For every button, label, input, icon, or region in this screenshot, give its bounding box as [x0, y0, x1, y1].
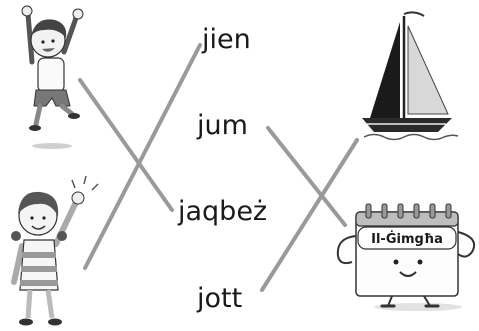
girl-waving-picture [11, 175, 99, 326]
match-line-jum-calendar [266, 126, 347, 227]
word-jum[interactable]: jum [197, 110, 248, 141]
match-line-jott-boat [260, 138, 359, 292]
match-line-girl-jien [83, 43, 202, 270]
calendar-label: Il-Ġimgħa [371, 231, 443, 247]
word-jott[interactable]: jott [197, 283, 243, 314]
sailboat-picture [362, 11, 459, 141]
match-line-boy-jaqbez [78, 78, 174, 212]
calendar-week-picture: Il-Ġimgħa [336, 203, 476, 311]
word-jaqbez[interactable]: jaqbeż [178, 196, 268, 227]
word-jien[interactable]: jien [202, 24, 251, 55]
boy-jumping-picture [21, 5, 84, 149]
match-lines [78, 43, 359, 292]
